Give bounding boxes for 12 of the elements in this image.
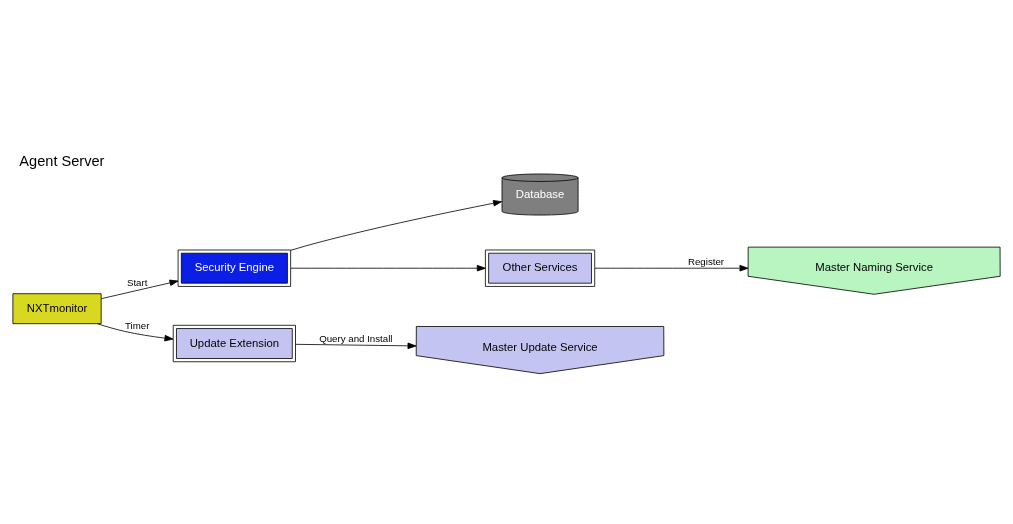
- edge-label: Start: [126, 276, 148, 288]
- arrow: [290, 264, 486, 271]
- arrow: [96, 322, 174, 341]
- arrow: [594, 264, 749, 271]
- edge-label: Query and Install: [319, 332, 393, 344]
- arrow: [290, 199, 502, 251]
- arrow: [295, 342, 417, 349]
- node-box: NXTmonitor: [12, 292, 102, 324]
- diagram-title: Agent Server: [19, 152, 105, 169]
- edge-label: Register: [687, 255, 725, 267]
- arrow: [100, 279, 179, 299]
- edge-label: Timer: [124, 319, 150, 331]
